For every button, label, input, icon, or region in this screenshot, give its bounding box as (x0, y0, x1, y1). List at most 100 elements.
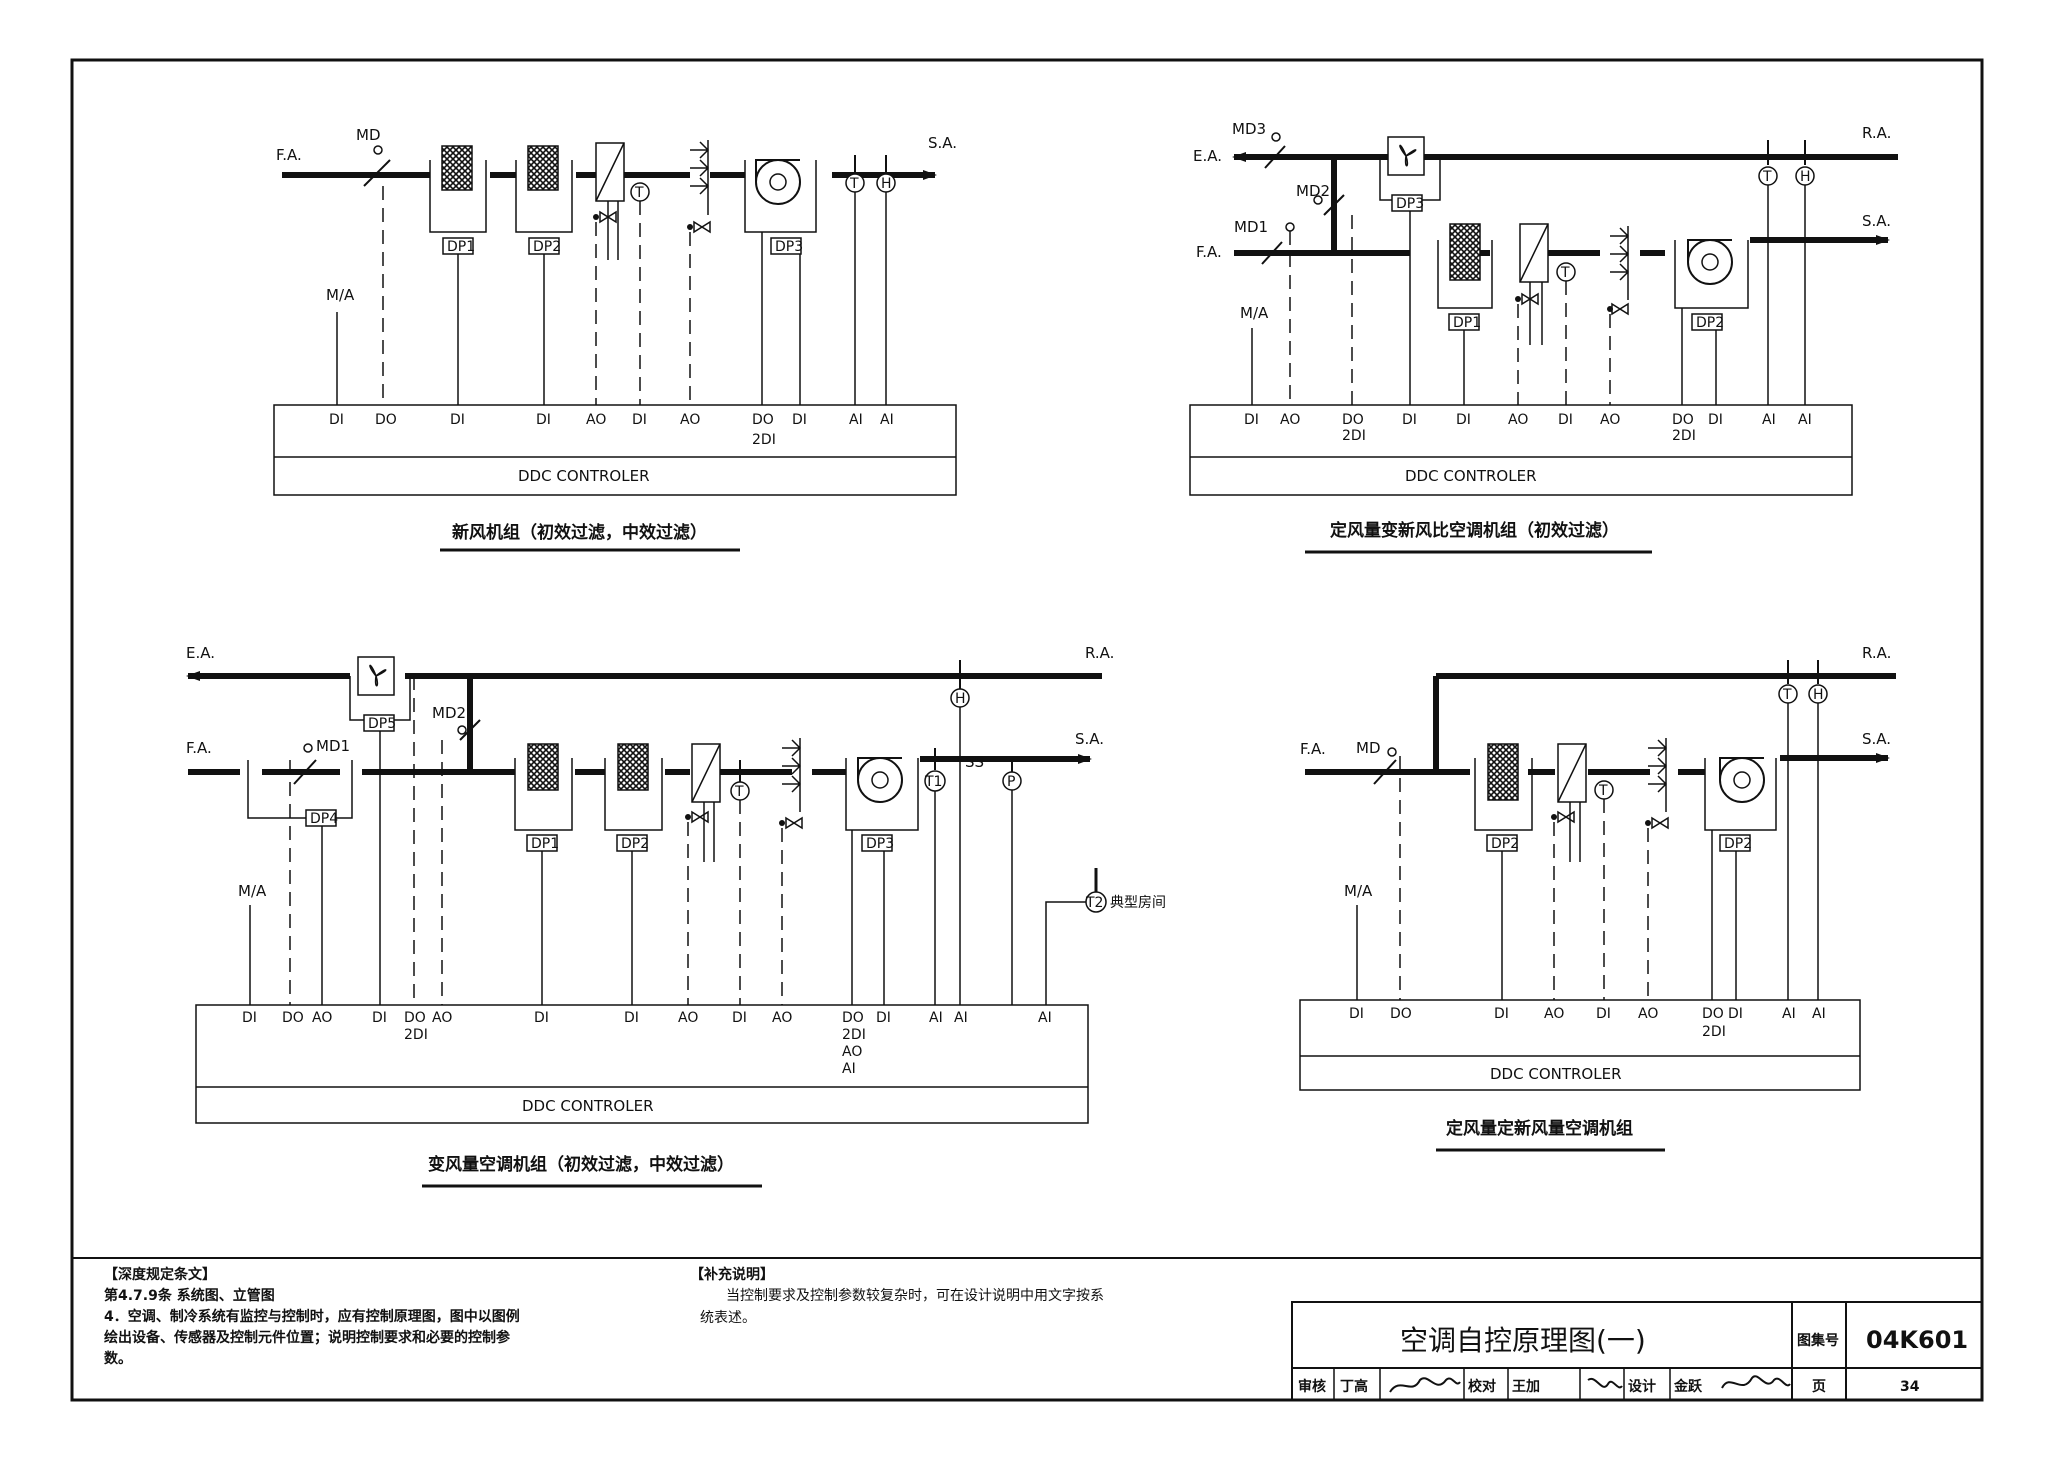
svg-text:H: H (881, 176, 892, 192)
svg-text:王加: 王加 (1512, 1379, 1540, 1395)
svg-text:2DI: 2DI (404, 1027, 428, 1043)
md2-label: MD2 (432, 704, 466, 722)
svg-text:DI: DI (1708, 412, 1723, 428)
svg-text:校对: 校对 (1468, 1378, 1496, 1395)
svg-text:DP2: DP2 (1696, 315, 1724, 331)
svg-text:T1: T1 (924, 774, 942, 790)
ea-label: E.A. (186, 644, 215, 662)
svg-text:图集号: 图集号 (1797, 1332, 1839, 1349)
svg-text:DO: DO (1390, 1006, 1412, 1022)
ma-label: M/A (238, 882, 267, 900)
title-block: 空调自控原理图(一) 图集号 04K601 审核 丁高 校对 王加 设计 金跃 … (1291, 1301, 1983, 1401)
svg-text:DO: DO (1702, 1006, 1724, 1022)
svg-text:DI: DI (242, 1010, 257, 1026)
diagram-caption: 变风量空调机组（初效过滤，中效过滤） (428, 1154, 734, 1175)
svg-text:DI: DI (534, 1010, 549, 1026)
filter-icon (441, 145, 473, 191)
valve-icon (1651, 816, 1669, 830)
svg-text:AO: AO (1600, 412, 1620, 428)
svg-text:当控制要求及控制参数较复杂时，可在设计说明中用文字按系: 当控制要求及控制参数较复杂时，可在设计说明中用文字按系 (726, 1287, 1104, 1304)
sa-label: S.A. (1075, 730, 1104, 748)
svg-text:AO: AO (1638, 1006, 1658, 1022)
fa-label: F.A. (276, 146, 302, 164)
signature-checker (1587, 1377, 1623, 1389)
svg-text:DP2: DP2 (1724, 836, 1752, 852)
svg-text:【深度规定条文】: 【深度规定条文】 (104, 1266, 216, 1283)
signature-reviewer (1389, 1377, 1461, 1393)
svg-text:AI: AI (842, 1061, 856, 1077)
valve-icon (691, 810, 709, 824)
svg-text:DI: DI (1558, 412, 1573, 428)
svg-text:T: T (1782, 687, 1792, 703)
svg-text:T: T (634, 185, 644, 201)
svg-text:AO: AO (1280, 412, 1300, 428)
diagram-constant-volume-constant-oa: R.A. F.A. S.A. MD DP2 T DP (1299, 644, 1896, 1152)
svg-text:DP3: DP3 (866, 836, 894, 852)
svg-text:4．空调、制冷系统有监控与控制时，应有控制原理图，图中以图例: 4．空调、制冷系统有监控与控制时，应有控制原理图，图中以图例 (104, 1308, 520, 1325)
svg-text:DI: DI (1456, 412, 1471, 428)
svg-text:设计: 设计 (1628, 1378, 1656, 1395)
signature-designer (1721, 1375, 1791, 1389)
ddc-controller (1189, 404, 1853, 496)
svg-text:DP5: DP5 (368, 716, 396, 732)
ma-label: M/A (1240, 304, 1269, 322)
fa-label: F.A. (1300, 740, 1326, 758)
valve-icon (1557, 810, 1575, 824)
filter-icon (617, 743, 649, 791)
dp3-sensor (770, 237, 802, 255)
dp5-sensor (363, 714, 395, 732)
svg-text:DDC CONTROLER: DDC CONTROLER (1405, 467, 1537, 485)
svg-text:AO: AO (772, 1010, 792, 1026)
svg-text:AO: AO (1508, 412, 1528, 428)
ddc-controller (195, 1004, 1089, 1124)
svg-text:T: T (849, 176, 859, 192)
svg-text:DI: DI (792, 412, 807, 428)
filter-icon (1487, 743, 1519, 801)
signal-lines (1356, 703, 1819, 1005)
svg-text:DP3: DP3 (775, 239, 803, 255)
footer-spec: 【深度规定条文】 第4.7.9条 系统图、立管图 4．空调、制冷系统有监控与控制… (104, 1266, 520, 1367)
svg-text:AO: AO (678, 1010, 698, 1026)
damper-icon (459, 719, 481, 741)
svg-text:DP2: DP2 (533, 239, 561, 255)
svg-text:2DI: 2DI (1342, 428, 1366, 444)
ra-label: R.A. (1085, 644, 1114, 662)
signal-labels: DI DO DI AO DI AO DO DI AI AI 2DI (1349, 1006, 1826, 1040)
md2-label: MD2 (1296, 182, 1330, 200)
svg-text:DI: DI (876, 1010, 891, 1026)
svg-text:DI: DI (1728, 1006, 1743, 1022)
svg-text:AI: AI (1798, 412, 1812, 428)
svg-text:AI: AI (1782, 1006, 1796, 1022)
svg-text:DDC CONTROLER: DDC CONTROLER (518, 467, 650, 485)
svg-text:T: T (1598, 783, 1608, 799)
valve-icon (1611, 302, 1629, 316)
md1-label: MD1 (316, 737, 350, 755)
diagram-vav-unit: E.A. R.A. DP5 MD2 F.A. S.A. SS MD1 DP4 (186, 644, 1166, 1188)
svg-text:DP1: DP1 (1453, 315, 1481, 331)
valve-icon (785, 816, 803, 830)
md1-label: MD1 (1234, 218, 1268, 236)
svg-text:DO: DO (752, 412, 774, 428)
damper-icon (1323, 194, 1345, 216)
md-label: MD (356, 126, 381, 144)
diagram-caption: 定风量变新风比空调机组（初效过滤） (1330, 520, 1619, 541)
svg-text:DP2: DP2 (621, 836, 649, 852)
svg-text:DI: DI (1349, 1006, 1364, 1022)
valve-icon (1521, 292, 1539, 306)
damper-icon (1264, 145, 1286, 169)
svg-text:DDC CONTROLER: DDC CONTROLER (522, 1097, 654, 1115)
svg-text:DI: DI (1494, 1006, 1509, 1022)
sheet-title: 空调自控原理图(一) (1400, 1324, 1646, 1357)
svg-text:【补充说明】: 【补充说明】 (690, 1266, 774, 1283)
svg-text:AI: AI (1038, 1010, 1052, 1026)
ra-label: R.A. (1862, 644, 1891, 662)
svg-text:2DI: 2DI (1702, 1024, 1726, 1040)
ss-label: SS (965, 753, 984, 771)
signal-lines (249, 676, 1013, 1005)
valve-icon (693, 220, 711, 234)
svg-text:P: P (1007, 774, 1015, 790)
svg-text:T: T (1762, 169, 1772, 185)
svg-text:DO: DO (282, 1010, 304, 1026)
filter-icon (527, 145, 559, 191)
fan-icon (1719, 757, 1765, 803)
